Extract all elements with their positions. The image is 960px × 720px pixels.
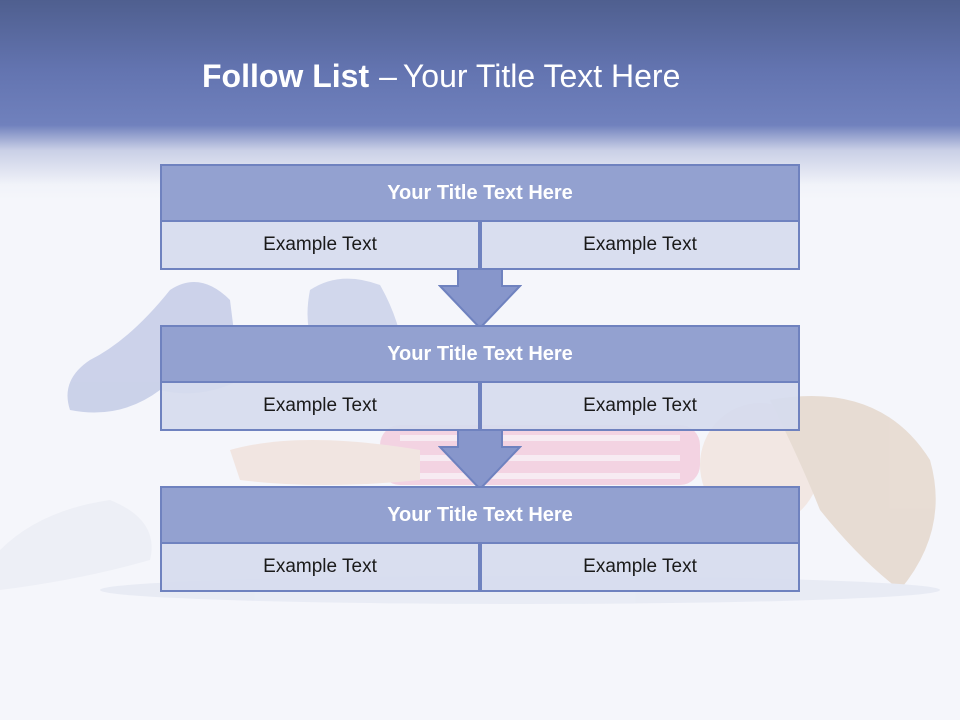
block-title: Your Title Text Here [160,325,800,383]
block-cell-right: Example Text [480,542,800,592]
background-photo [0,278,940,604]
down-arrow-icon [438,429,522,491]
slide-title-rest: Your Title Text Here [402,58,681,94]
block-cell-right: Example Text [480,220,800,270]
block-title: Your Title Text Here [160,164,800,222]
block-title: Your Title Text Here [160,486,800,544]
slide-title-dash: – [379,58,397,94]
block-cell-left: Example Text [160,542,480,592]
list-block-2: Your Title Text Here Example Text Exampl… [160,325,800,431]
block-cell-right: Example Text [480,381,800,431]
block-cell-left: Example Text [160,381,480,431]
block-cell-left: Example Text [160,220,480,270]
list-block-3: Your Title Text Here Example Text Exampl… [160,486,800,592]
slide-title-bold: Follow List [202,58,370,94]
list-block-1: Your Title Text Here Example Text Exampl… [160,164,800,270]
slide-title: Follow List–Your Title Text Here [202,56,902,100]
down-arrow-icon [438,268,522,330]
